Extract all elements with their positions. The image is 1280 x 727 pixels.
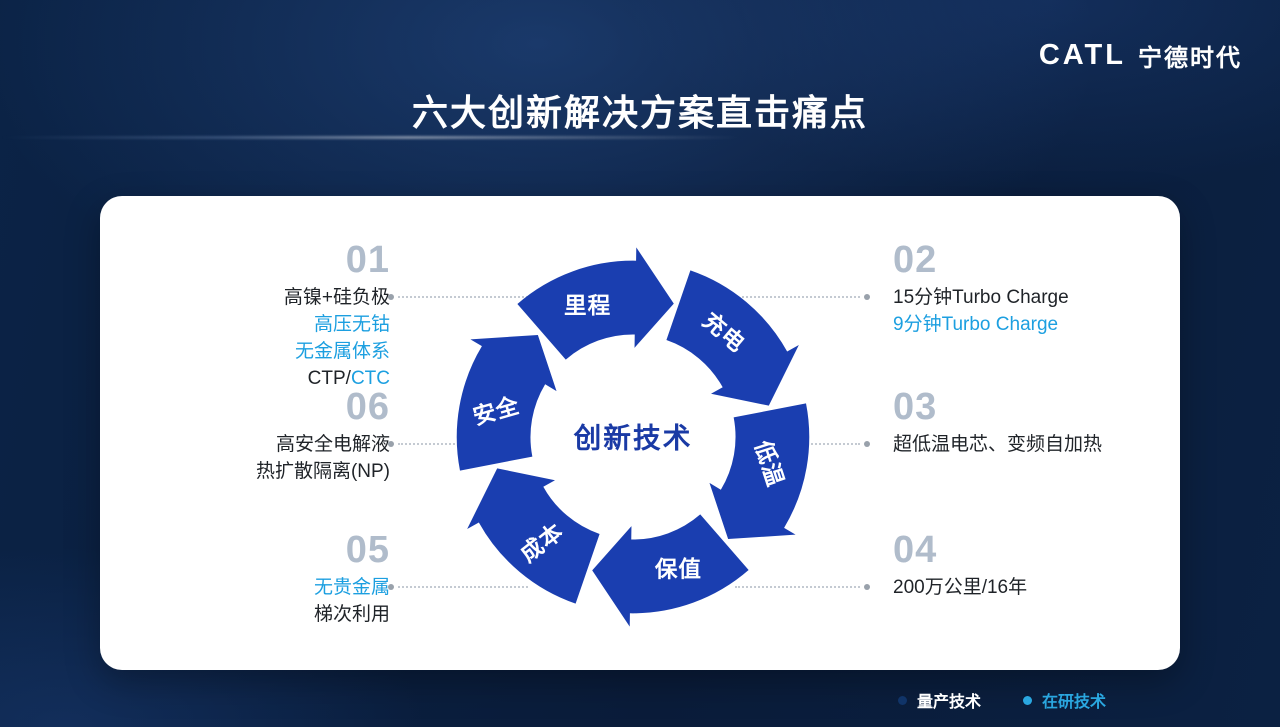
- callout-text-line: CTP/CTC: [120, 365, 390, 392]
- callout-number: 01: [345, 239, 390, 281]
- mass-production-tech-text: CTP/: [307, 368, 351, 389]
- callout-text-line: 高压无钴: [120, 311, 390, 338]
- callout-06: 06 高安全电解液热扩散隔离(NP): [120, 385, 390, 485]
- cycle-segment-label: 里程: [564, 293, 611, 318]
- mass-production-tech-text: 200万公里/16年: [893, 577, 1028, 598]
- cycle-segment-label: 保值: [655, 556, 702, 582]
- leader-dot-icon: [388, 294, 394, 300]
- diagram-center-label: 创新技术: [573, 422, 693, 453]
- callout-number: 06: [345, 386, 390, 428]
- leader-dot-icon: [864, 441, 870, 447]
- research-tech-text: 无金属体系: [294, 341, 390, 362]
- callout-02: 02 15分钟Turbo Charge 9分钟Turbo Charge: [893, 238, 1193, 338]
- legend-item: 量产技术: [898, 688, 981, 712]
- research-tech-text: CTC: [350, 368, 390, 389]
- legend: 量产技术 在研技术: [898, 688, 1106, 712]
- mass-production-tech-text: 梯次利用: [313, 604, 390, 625]
- catl-logo: CATL 宁德时代: [1039, 38, 1242, 73]
- leader-line-02: [742, 294, 870, 300]
- callout-text-line: 15分钟Turbo Charge: [893, 284, 1193, 311]
- callout-number: 05: [345, 529, 390, 571]
- legend-label: 在研技术: [1042, 694, 1107, 711]
- callout-number: 02: [893, 239, 938, 281]
- cycle-arrow-4: [592, 514, 749, 627]
- callout-01: 01 高镍+硅负极高压无钴无金属体系 CTP/CTC: [120, 238, 390, 392]
- callout-text-line: 高镍+硅负极: [120, 284, 390, 311]
- legend-dot-icon: [898, 695, 907, 705]
- mass-production-tech-text: 高镍+硅负极: [283, 287, 390, 308]
- cycle-arrow-5: [467, 468, 600, 604]
- callout-text-line: 高安全电解液: [120, 431, 390, 458]
- mass-production-tech-text: 超低温电芯、变频自加热: [893, 434, 1103, 455]
- research-tech-text: 无贵金属: [313, 577, 390, 598]
- callout-text-line: 9分钟Turbo Charge: [893, 311, 1193, 338]
- cycle-arrow-2: [666, 270, 799, 406]
- leader-dot-icon: [388, 441, 394, 447]
- callout-05: 05 无贵金属梯次利用: [120, 528, 390, 628]
- legend-dot-icon: [1023, 695, 1033, 705]
- callout-text-line: 超低温电芯、变频自加热: [893, 431, 1193, 458]
- mass-production-tech-text: 热扩散隔离(NP): [255, 461, 390, 482]
- callout-text-line: 无贵金属: [120, 574, 390, 601]
- cycle-arrow-6: [456, 335, 557, 471]
- leader-line-06: [388, 441, 462, 447]
- mass-production-tech-text: 高安全电解液: [275, 434, 390, 455]
- callout-number: 03: [893, 386, 938, 428]
- callout-text-line: 梯次利用: [120, 601, 390, 628]
- catl-logo-chinese-text: 宁德时代: [1138, 45, 1242, 72]
- callout-text-line: 200万公里/16年: [893, 574, 1193, 601]
- research-tech-text: 9分钟Turbo Charge: [893, 314, 1059, 335]
- callout-text-line: 无金属体系: [120, 338, 390, 365]
- catl-logo-text: CATL: [1038, 39, 1126, 71]
- mass-production-tech-text: 15分钟Turbo Charge: [893, 287, 1069, 308]
- leader-line-01: [388, 294, 540, 300]
- leader-line-04: [735, 584, 870, 590]
- leader-dot-icon: [388, 584, 394, 590]
- legend-label: 量产技术: [917, 694, 982, 711]
- leader-dot-icon: [864, 294, 870, 300]
- legend-item: 在研技术: [1023, 688, 1106, 712]
- research-tech-text: 高压无钴: [313, 314, 390, 335]
- leader-line-03: [800, 441, 870, 447]
- light-streak-decoration: [0, 136, 743, 139]
- callout-03: 03 超低温电芯、变频自加热: [893, 385, 1193, 458]
- leader-line-05: [388, 584, 528, 590]
- page-title: 六大创新解决方案直击痛点: [411, 92, 868, 133]
- cycle-arrow-1: [517, 247, 674, 360]
- callout-number: 04: [893, 529, 938, 571]
- callout-04: 04 200万公里/16年: [893, 528, 1193, 601]
- cycle-arrow-3: [709, 403, 810, 539]
- callout-text-line: 热扩散隔离(NP): [120, 458, 390, 485]
- leader-dot-icon: [864, 584, 870, 590]
